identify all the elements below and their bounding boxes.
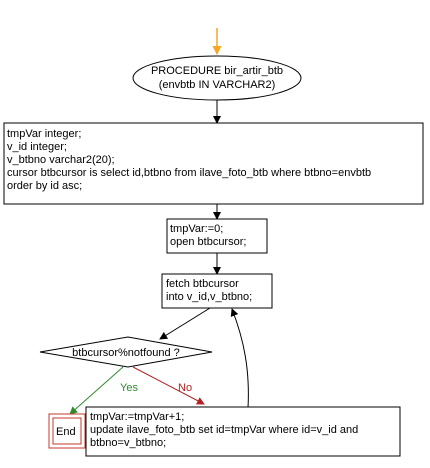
init-line-1: tmpVar:=0; (170, 223, 223, 235)
start-label-line1: PROCEDURE bir_artir_btb (151, 65, 283, 77)
fetch-block: fetch btbcursor into v_id,v_btbno; (161, 273, 273, 309)
arrow-yes (69, 366, 124, 415)
end-label: End (56, 426, 76, 438)
init-block: tmpVar:=0; open btbcursor; (166, 218, 268, 254)
start-node: PROCEDURE bir_artir_btb (envbtb IN VARCH… (132, 55, 302, 101)
arrow-loop-back (230, 308, 249, 409)
update-block: tmpVar:=tmpVar+1; update ilave_foto_btb … (85, 406, 401, 457)
arrow-no (132, 366, 205, 405)
fetch-line-1: fetch btbcursor (166, 278, 239, 290)
start-label-line2: (envbtb IN VARCHAR2) (159, 79, 276, 91)
end-node: End (48, 413, 86, 449)
arrow-fetch-to-decision (159, 307, 211, 340)
declare-line-3: v_btbno varchar2(20); (7, 154, 115, 166)
update-line-3: btbno=v_btbno; (90, 437, 166, 449)
decision-label: btbcursor%notfound ? (72, 347, 180, 359)
update-line-1: tmpVar:=tmpVar+1; (90, 411, 184, 423)
declare-block: tmpVar integer; v_id integer; v_btbno va… (3, 122, 424, 205)
fetch-line-2: into v_id,v_btbno; (166, 291, 252, 303)
declare-line-5: order by id asc; (7, 180, 82, 192)
yes-label: Yes (120, 382, 138, 394)
decision-node: btbcursor%notfound ? (39, 336, 213, 368)
declare-line-1: tmpVar integer; (7, 128, 81, 140)
update-line-2: update ilave_foto_btb set id=tmpVar wher… (90, 424, 358, 436)
init-line-2: open btbcursor; (170, 236, 246, 248)
declare-line-4: cursor btbcursor is select id,btbno from… (7, 167, 371, 179)
declare-line-2: v_id integer; (7, 141, 67, 153)
no-label: No (178, 382, 192, 394)
